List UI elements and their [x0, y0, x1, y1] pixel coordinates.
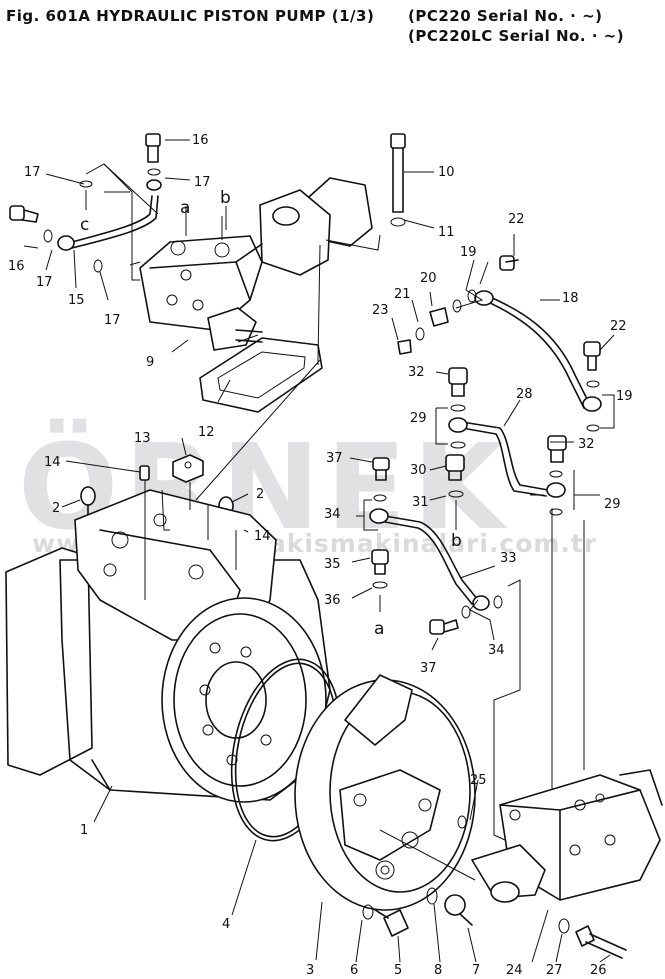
bolt-16-left — [9, 205, 39, 223]
bolt-22-top — [499, 255, 519, 271]
serial-line-2: (PC220LC Serial No. · ~) — [408, 27, 624, 45]
part-label: 5 — [394, 963, 402, 978]
part-label: 27 — [546, 963, 563, 978]
tube-28 — [461, 421, 549, 491]
part-label: 2 — [52, 501, 60, 516]
part-label: 37 — [420, 661, 437, 676]
part-label: 11 — [438, 225, 455, 240]
part-label: 34 — [324, 507, 341, 522]
leader-lines — [23, 139, 615, 963]
part-label: 7 — [472, 963, 480, 978]
connection-refs: a b c b a — [80, 188, 462, 639]
part-label: 17 — [36, 275, 53, 290]
part-label: 4 — [222, 917, 230, 932]
plug-32-left — [448, 367, 468, 397]
part-label: 31 — [412, 495, 429, 510]
part-label: 22 — [508, 212, 525, 227]
part-label: 17 — [104, 313, 121, 328]
part-label: 17 — [24, 165, 41, 180]
ref-c-top: c — [80, 215, 89, 235]
part-label: 34 — [488, 643, 505, 658]
servo-valve-assembly — [129, 177, 373, 351]
bolt-5 — [371, 907, 409, 937]
part-label: 16 — [8, 259, 25, 274]
part-label: 15 — [68, 293, 85, 308]
part-label: 29 — [410, 411, 427, 426]
plug-30 — [445, 454, 465, 481]
header: Fig. 601A HYDRAULIC PISTON PUMP (1/3) (P… — [6, 7, 624, 45]
tube-18 — [487, 295, 591, 406]
part-label: 18 — [562, 291, 579, 306]
part-label: 9 — [146, 355, 154, 370]
part-label: 36 — [324, 593, 341, 608]
ref-a-top: a — [180, 198, 190, 218]
ref-b-top: b — [220, 188, 231, 208]
part-label: 32 — [578, 437, 595, 452]
part-label: 2 — [256, 487, 264, 502]
part-label: 12 — [198, 425, 215, 440]
regulator-valve-24 — [471, 769, 663, 903]
part-label: 21 — [394, 287, 411, 302]
part-label: 19 — [616, 389, 633, 404]
part-number-labels: 16 17 17 10 11 22 16 17 15 17 19 20 21 1… — [8, 133, 633, 978]
part-label: 24 — [506, 963, 523, 978]
part-label: 14 — [44, 455, 61, 470]
plug-37-bottom — [429, 619, 459, 635]
part-label: 29 — [604, 497, 621, 512]
part-label: 32 — [408, 365, 425, 380]
bolt-16-top — [145, 133, 161, 163]
figure-title: Fig. 601A HYDRAULIC PISTON PUMP (1/3) — [6, 7, 374, 25]
part-label: 35 — [324, 557, 341, 572]
gasket-12 — [199, 337, 323, 413]
block-13 — [172, 454, 204, 483]
part-label: 14 — [254, 529, 271, 544]
ref-a-bottom: a — [374, 619, 384, 639]
part-label: 20 — [420, 271, 437, 286]
part-label: 28 — [516, 387, 533, 402]
part-label: 26 — [590, 963, 607, 978]
part-label: 10 — [438, 165, 455, 180]
part-label: 33 — [500, 551, 517, 566]
plug-7 — [444, 894, 473, 926]
part-label: 22 — [610, 319, 627, 334]
part-label: 3 — [306, 963, 314, 978]
plug-37-top — [372, 457, 390, 481]
ref-b-bottom: b — [451, 531, 462, 551]
tube-33 — [384, 515, 479, 601]
pump-case — [5, 489, 331, 803]
part-label: 6 — [350, 963, 358, 978]
part-label: 8 — [434, 963, 442, 978]
part-label: 1 — [80, 823, 88, 838]
part-label: 37 — [326, 451, 343, 466]
tube-15 — [71, 195, 153, 243]
part-label: 25 — [470, 773, 487, 788]
bolt-26 — [575, 925, 627, 959]
part-label: 23 — [372, 303, 389, 318]
serial-line-1: (PC220 Serial No. · ~) — [408, 7, 603, 25]
eye-bolt-2-left — [80, 486, 96, 519]
bolt-22-right — [583, 341, 601, 371]
end-cap-3 — [294, 674, 476, 911]
part-label: 17 — [194, 175, 211, 190]
part-label: 16 — [192, 133, 209, 148]
plug-20 — [429, 307, 449, 327]
plug-23 — [397, 339, 412, 355]
bolt-10 — [390, 133, 406, 213]
pin-14-left — [139, 465, 150, 481]
part-label: 13 — [134, 431, 151, 446]
plug-32-right — [547, 435, 567, 463]
part-label: 30 — [410, 463, 427, 478]
part-label: 19 — [460, 245, 477, 260]
plug-35 — [371, 549, 389, 575]
